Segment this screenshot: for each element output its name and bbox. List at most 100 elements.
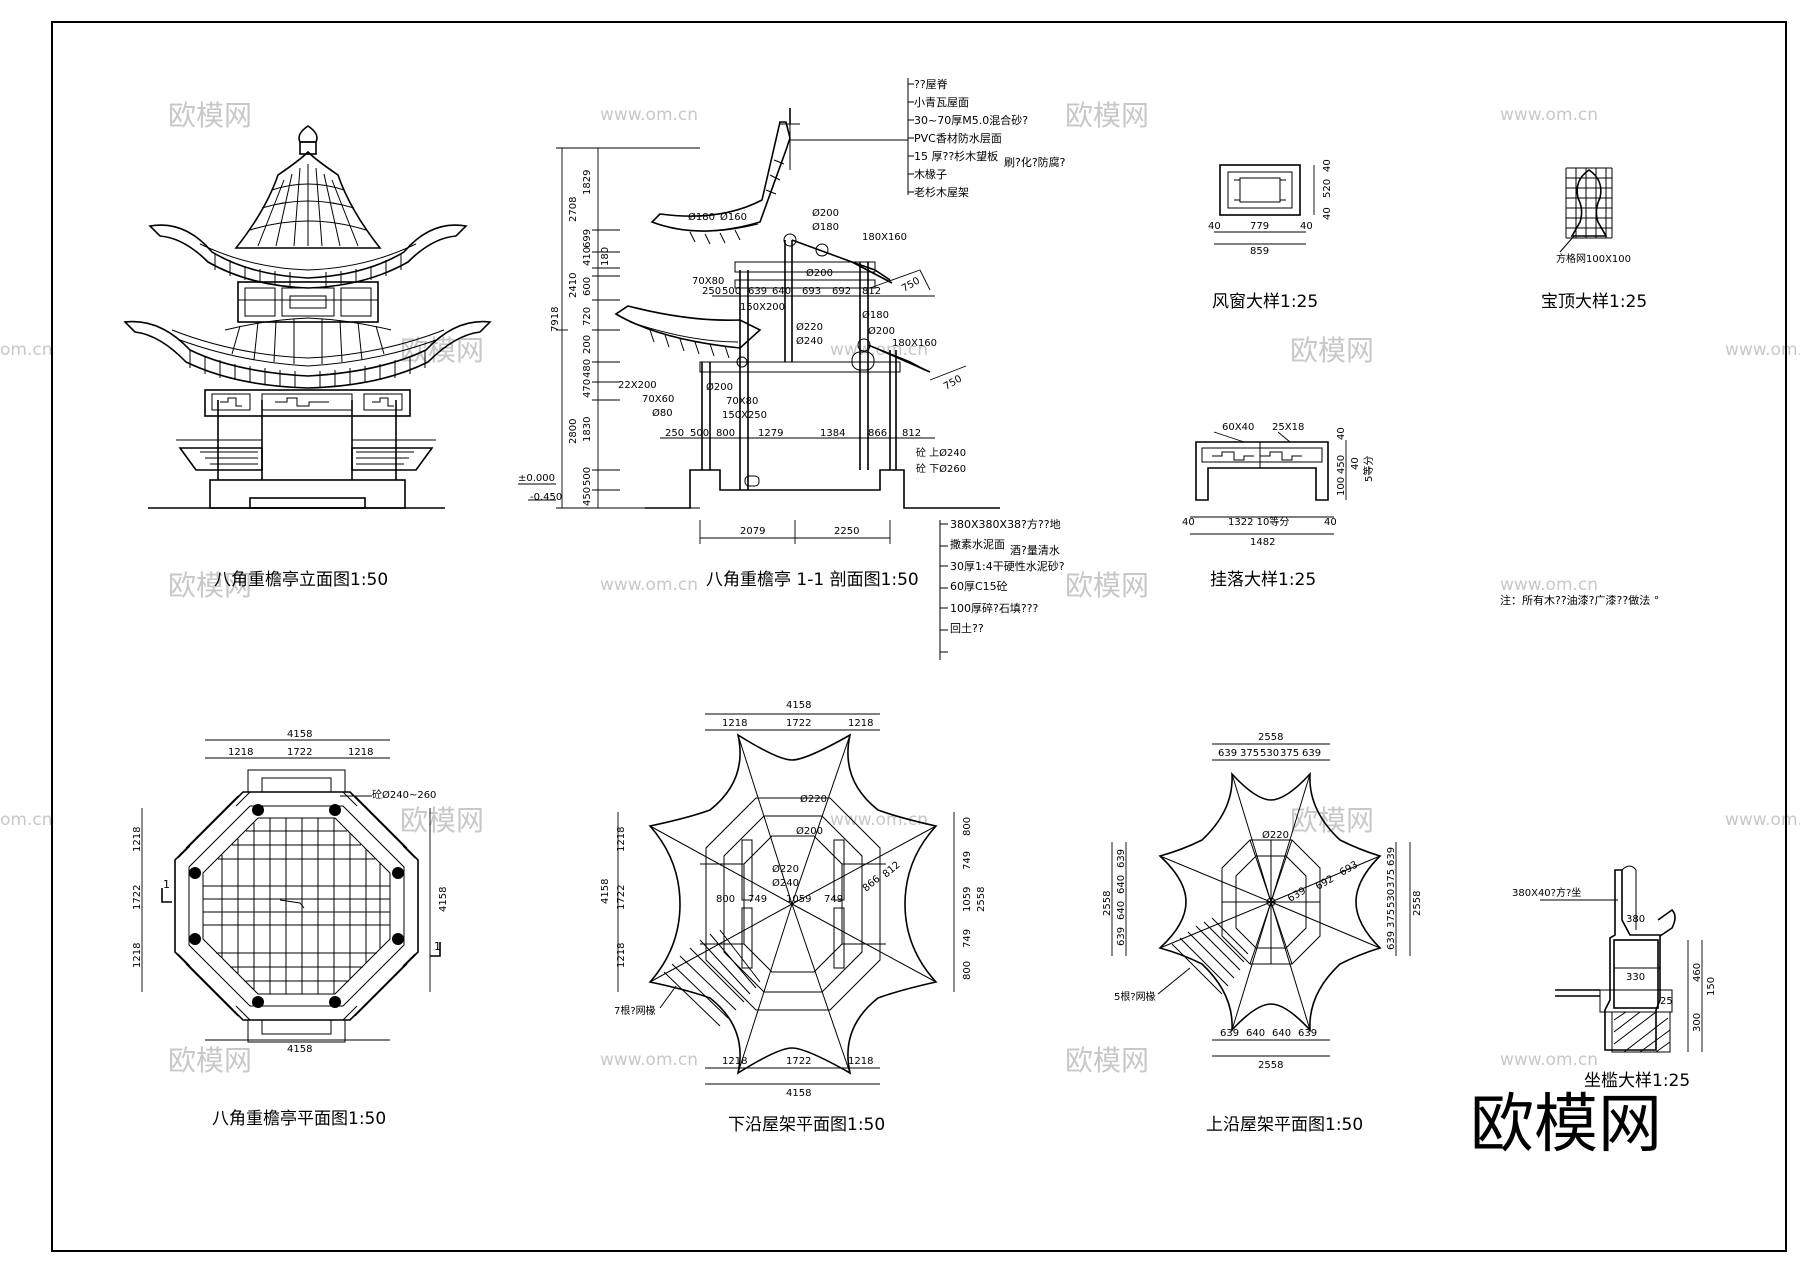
section-hdim-lower: 1279 — [758, 428, 783, 439]
lr-d220: Ø220 — [800, 793, 827, 805]
ww-side: 40 — [1208, 221, 1221, 232]
elevation-title: 八角重檐亭立面图1:50 — [214, 570, 388, 590]
watermark-url: www.om.cn — [1725, 340, 1800, 360]
section-hdim-lower: 866 — [868, 428, 887, 439]
ww-total: 859 — [1250, 246, 1269, 257]
lr-c: 1218 — [616, 943, 627, 968]
upper-roof-title: 上沿屋架平面图1:50 — [1206, 1115, 1363, 1135]
callout-cement: 撒素水泥面 — [950, 537, 1005, 551]
sheet-border — [51, 21, 1787, 1252]
plan-a: 1218 — [132, 827, 143, 852]
hanging-25x18: 25X18 — [1272, 422, 1304, 433]
bench-h150: 150 — [1706, 977, 1717, 996]
label-150x250: 150X250 — [722, 410, 767, 421]
section-vdim: 200 — [582, 335, 593, 354]
hanging-h4: 40 — [1350, 457, 1361, 470]
ur-b1: 639 — [1220, 1028, 1239, 1039]
watermark-brand: 欧模网 — [168, 99, 252, 132]
lr-d220b: Ø220 — [772, 863, 799, 875]
ur-t2: 375 — [1240, 748, 1259, 759]
label-d180c: Ø180 — [862, 309, 889, 321]
section-vdim: 500 — [582, 467, 593, 486]
section-vdim: 1829 — [582, 170, 593, 195]
watermark-url-partial: om.cn — [0, 810, 53, 830]
bench-w25: 25 — [1660, 996, 1673, 1007]
label-180x160b: 180X160 — [892, 338, 937, 349]
section-hdim-base: 2250 — [834, 526, 859, 537]
callout-concrete: 60厚C15砼 — [950, 580, 1008, 593]
label-d80: Ø80 — [652, 407, 673, 419]
ww-side: 40 — [1300, 221, 1313, 232]
section-hdim-upper: 692 — [832, 286, 851, 297]
callout-floor: 380X380X38?方??地 — [950, 517, 1061, 531]
callout-truss: 老杉木屋架 — [914, 185, 969, 199]
lr-d240: Ø240 — [772, 877, 799, 889]
section-hdim-lower: 812 — [902, 428, 921, 439]
plan-c: 1218 — [132, 943, 143, 968]
callout-ridge: ??屋脊 — [914, 77, 948, 91]
label-70x60: 70X60 — [642, 394, 674, 405]
ur-total: 2558 — [1412, 891, 1423, 916]
label-70x80: 70X80 — [692, 276, 724, 287]
callout-mortar: 30~70厚M5.0混合砂? — [914, 113, 1028, 127]
ur-w693: 693 — [1338, 860, 1360, 879]
label-70x80b: 70X80 — [726, 396, 758, 407]
label-d200: Ø200 — [812, 207, 839, 219]
ur-r4: 375 — [1386, 909, 1397, 928]
ur-b4: 639 — [1298, 1028, 1317, 1039]
label-d200c: Ø200 — [868, 325, 895, 337]
callout-sand: 30厚1:4干硬性水泥砂? — [950, 559, 1065, 573]
label-d180: Ø180 — [688, 211, 715, 223]
ur-total: 2558 — [1258, 1060, 1283, 1071]
watermark-url: www.om.cn — [1725, 810, 1800, 830]
plan-b: 1722 — [287, 747, 312, 758]
watermark-url: www.om.cn — [1500, 105, 1598, 125]
section-hdim-upper: 693 — [802, 286, 821, 297]
callout-board: 15 厚??杉木望板 — [914, 149, 998, 163]
watermark-url: www.om.cn — [600, 1050, 698, 1070]
ur-r3: 530 — [1386, 889, 1397, 908]
finial-title: 宝顶大样1:25 — [1541, 292, 1647, 312]
ur-b3: 640 — [1272, 1028, 1291, 1039]
hanging-total: 1482 — [1250, 537, 1275, 548]
callout-pvc: PVC香材防水层面 — [914, 131, 1002, 145]
lr-h1059: 1059 — [962, 887, 973, 912]
hanging-note: 5等分 — [1362, 456, 1375, 482]
lr-w1059: 1059 — [786, 894, 811, 905]
watermark-url-partial: om.cn — [0, 340, 53, 360]
section-hdim-lower: 800 — [716, 428, 735, 439]
section-vdim: 410 — [582, 247, 593, 266]
ur-l3: 640 — [1116, 901, 1127, 920]
section-vdim: 600 — [582, 277, 593, 296]
hanging-h1: 40 — [1336, 427, 1347, 440]
ww-height-bot: 40 — [1322, 207, 1333, 220]
ur-t3: 530 — [1260, 748, 1279, 759]
ww-inner: 779 — [1250, 221, 1269, 232]
ur-t5: 639 — [1302, 748, 1321, 759]
lr-total: 4158 — [786, 700, 811, 711]
level-minus: -0.450 — [530, 492, 562, 503]
lower-roof-drawing: 4158 1218 1722 1218 1218 1722 1218 4158 … — [600, 700, 987, 1099]
section-vtotal: 2410 — [568, 273, 579, 298]
watermark-url: www.om.cn — [600, 575, 698, 595]
watermark-url: www.om.cn — [1500, 1050, 1598, 1070]
ur-l4: 639 — [1116, 927, 1127, 946]
lower-roof-title: 下沿屋架平面图1:50 — [728, 1115, 885, 1135]
plan-title: 八角重檐亭平面图1:50 — [212, 1109, 386, 1129]
hanging-h3: 100 — [1336, 477, 1347, 496]
finial-detail: 方格网100X100 — [1556, 167, 1631, 265]
lr-d200: Ø200 — [796, 825, 823, 837]
label-base-top: 砼 上Ø240 — [916, 446, 966, 459]
ur-d220: Ø220 — [1262, 829, 1289, 841]
ur-b2: 640 — [1246, 1028, 1265, 1039]
ur-r2: 375 — [1386, 869, 1397, 888]
ur-rafter-note: 5根?网椽 — [1114, 990, 1156, 1003]
section-hdim-upper: 500 — [722, 286, 741, 297]
ur-t4: 375 — [1280, 748, 1299, 759]
label-150x200: 150X200 — [740, 302, 785, 313]
wind-window-title: 风窗大样1:25 — [1212, 292, 1318, 312]
lr-w812: 812 — [881, 860, 903, 881]
lr-rafter-note: 7根?网椽 — [614, 1004, 656, 1017]
lr-a: 1218 — [722, 718, 747, 729]
